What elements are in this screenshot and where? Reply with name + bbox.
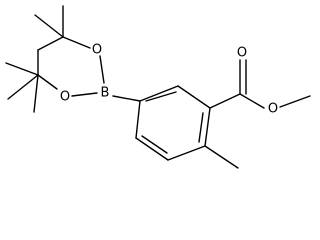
- dioxaborolane-ring-bonds: [37, 36, 105, 97]
- atom-label-ring-oxygen-bottom: O: [60, 90, 70, 105]
- chemical-structure: O O B O O: [5, 5, 311, 169]
- ester-bonds: [209, 59, 311, 109]
- atom-label-boron: B: [101, 86, 110, 101]
- aryl-methyl-bond: [204, 145, 239, 169]
- benzene-ring-bonds: [135, 85, 211, 161]
- atom-label-ring-oxygen-top: O: [92, 43, 102, 58]
- atom-label-carbonyl-oxygen: O: [237, 46, 247, 61]
- pinacol-methyl-bonds: [5, 5, 64, 113]
- atom-label-ester-oxygen: O: [268, 102, 278, 117]
- boron-aryl-bond: [112, 95, 141, 102]
